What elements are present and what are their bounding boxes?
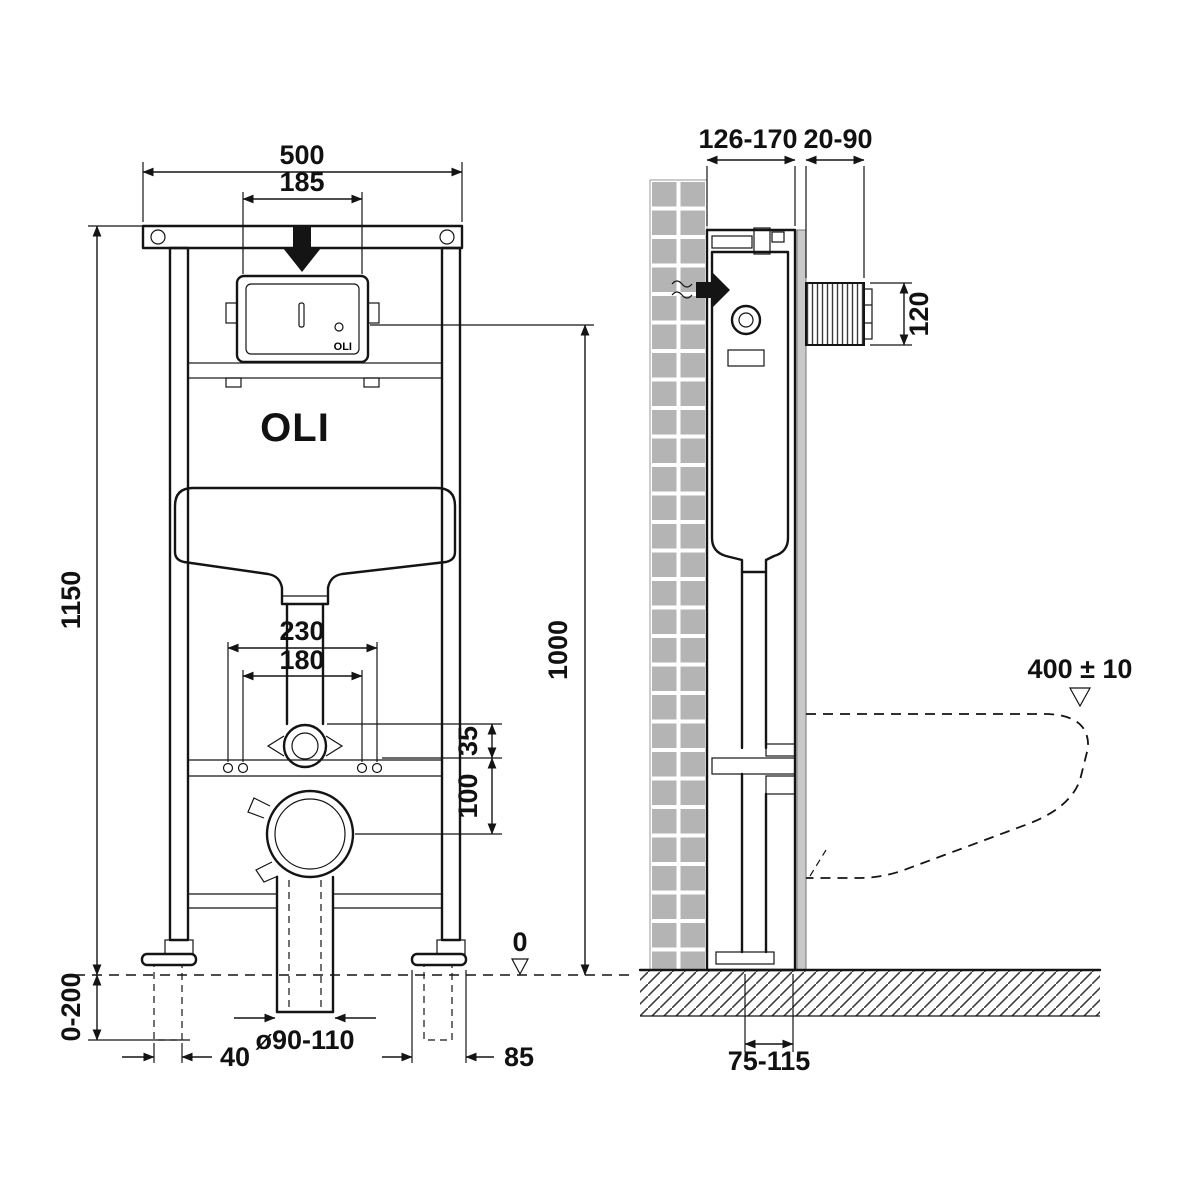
toilet-bowl-outline [806, 713, 1089, 879]
floor-hatch [638, 968, 1102, 1017]
dim-0-200: 0-200 [56, 972, 190, 1042]
dim-230-label: 230 [279, 616, 324, 646]
dim-1150: 1150 [56, 225, 143, 976]
dim-40-label: 40 [220, 1042, 250, 1072]
bowl-datum-triangle-icon [1068, 687, 1092, 708]
datum-zero-label: 0 [512, 927, 527, 957]
datum-triangle-icon [511, 958, 529, 976]
mounting-frame [141, 224, 464, 942]
dim-400-label: 400 ± 10 [1028, 654, 1133, 684]
adjustable-feet [140, 939, 468, 1041]
dim-1000: 100 0 [370, 324, 594, 976]
flush-bend-fitting [266, 723, 344, 769]
brand-logo: OLI [260, 406, 330, 450]
fixing-crossbar [188, 759, 442, 777]
dim-75-115: 75-115 [728, 974, 811, 1076]
dim-85-label: 85 [504, 1042, 534, 1072]
dim-500-label: 500 [279, 140, 324, 170]
datum-zero: 0 [511, 927, 529, 976]
dim-35-label: 35 [453, 726, 483, 756]
actuator-plate [805, 282, 873, 346]
dim-230: 230 [227, 616, 378, 762]
dim-126-170: 126-170 [698, 124, 798, 226]
dim-20-90-label: 20-90 [803, 124, 872, 154]
tiled-wall [649, 179, 708, 971]
cistern-side [710, 227, 790, 750]
finished-wall-strip [796, 229, 807, 971]
frame-side-profile [705, 228, 797, 972]
front-view: OLI OLI [56, 140, 632, 1072]
dim-120: 120 [870, 282, 934, 346]
outlet-connector [247, 789, 355, 883]
cistern-top: OLI [187, 362, 443, 450]
dim-126-170-label: 126-170 [698, 124, 797, 154]
insert-arrow-icon [283, 226, 321, 272]
dim-20-90: 20-90 [803, 124, 873, 278]
dim-180: 180 [242, 645, 363, 762]
dim-35: 35 [327, 723, 502, 759]
outlet-pipe [188, 875, 442, 1014]
dim-185: 185 [242, 167, 363, 274]
dim-outlet-diameter: ø90-110 [234, 1013, 376, 1055]
dim-1150-label: 1150 [56, 571, 86, 630]
dim-180-label: 180 [279, 645, 324, 675]
soil-pipe-side [711, 743, 796, 965]
dim-400: 400 ± 10 [1028, 654, 1133, 708]
dim-500: 500 [142, 140, 463, 222]
plate-logo-label: OLI [334, 341, 352, 353]
dim-75-115-label: 75-115 [728, 1046, 811, 1076]
side-view: 126-170 20-90 120 400 ± 10 75-115 [638, 124, 1133, 1076]
dim-185-label: 185 [279, 167, 324, 197]
dim-0-200-label: 0-200 [56, 972, 86, 1041]
dim-100-label: 100 [453, 773, 483, 818]
dim-outlet-diameter-label: ø90-110 [255, 1025, 354, 1055]
cistern-body [173, 486, 457, 726]
dim-40: 40 [122, 1042, 250, 1072]
dim-85: 85 [382, 970, 534, 1072]
flush-plate-box: OLI [225, 274, 380, 364]
dim-120-label: 120 [904, 291, 934, 336]
dim-100: 100 [355, 757, 502, 835]
dim-1000-label: 1000 [543, 620, 573, 680]
water-supply-arrow-icon [671, 272, 730, 308]
